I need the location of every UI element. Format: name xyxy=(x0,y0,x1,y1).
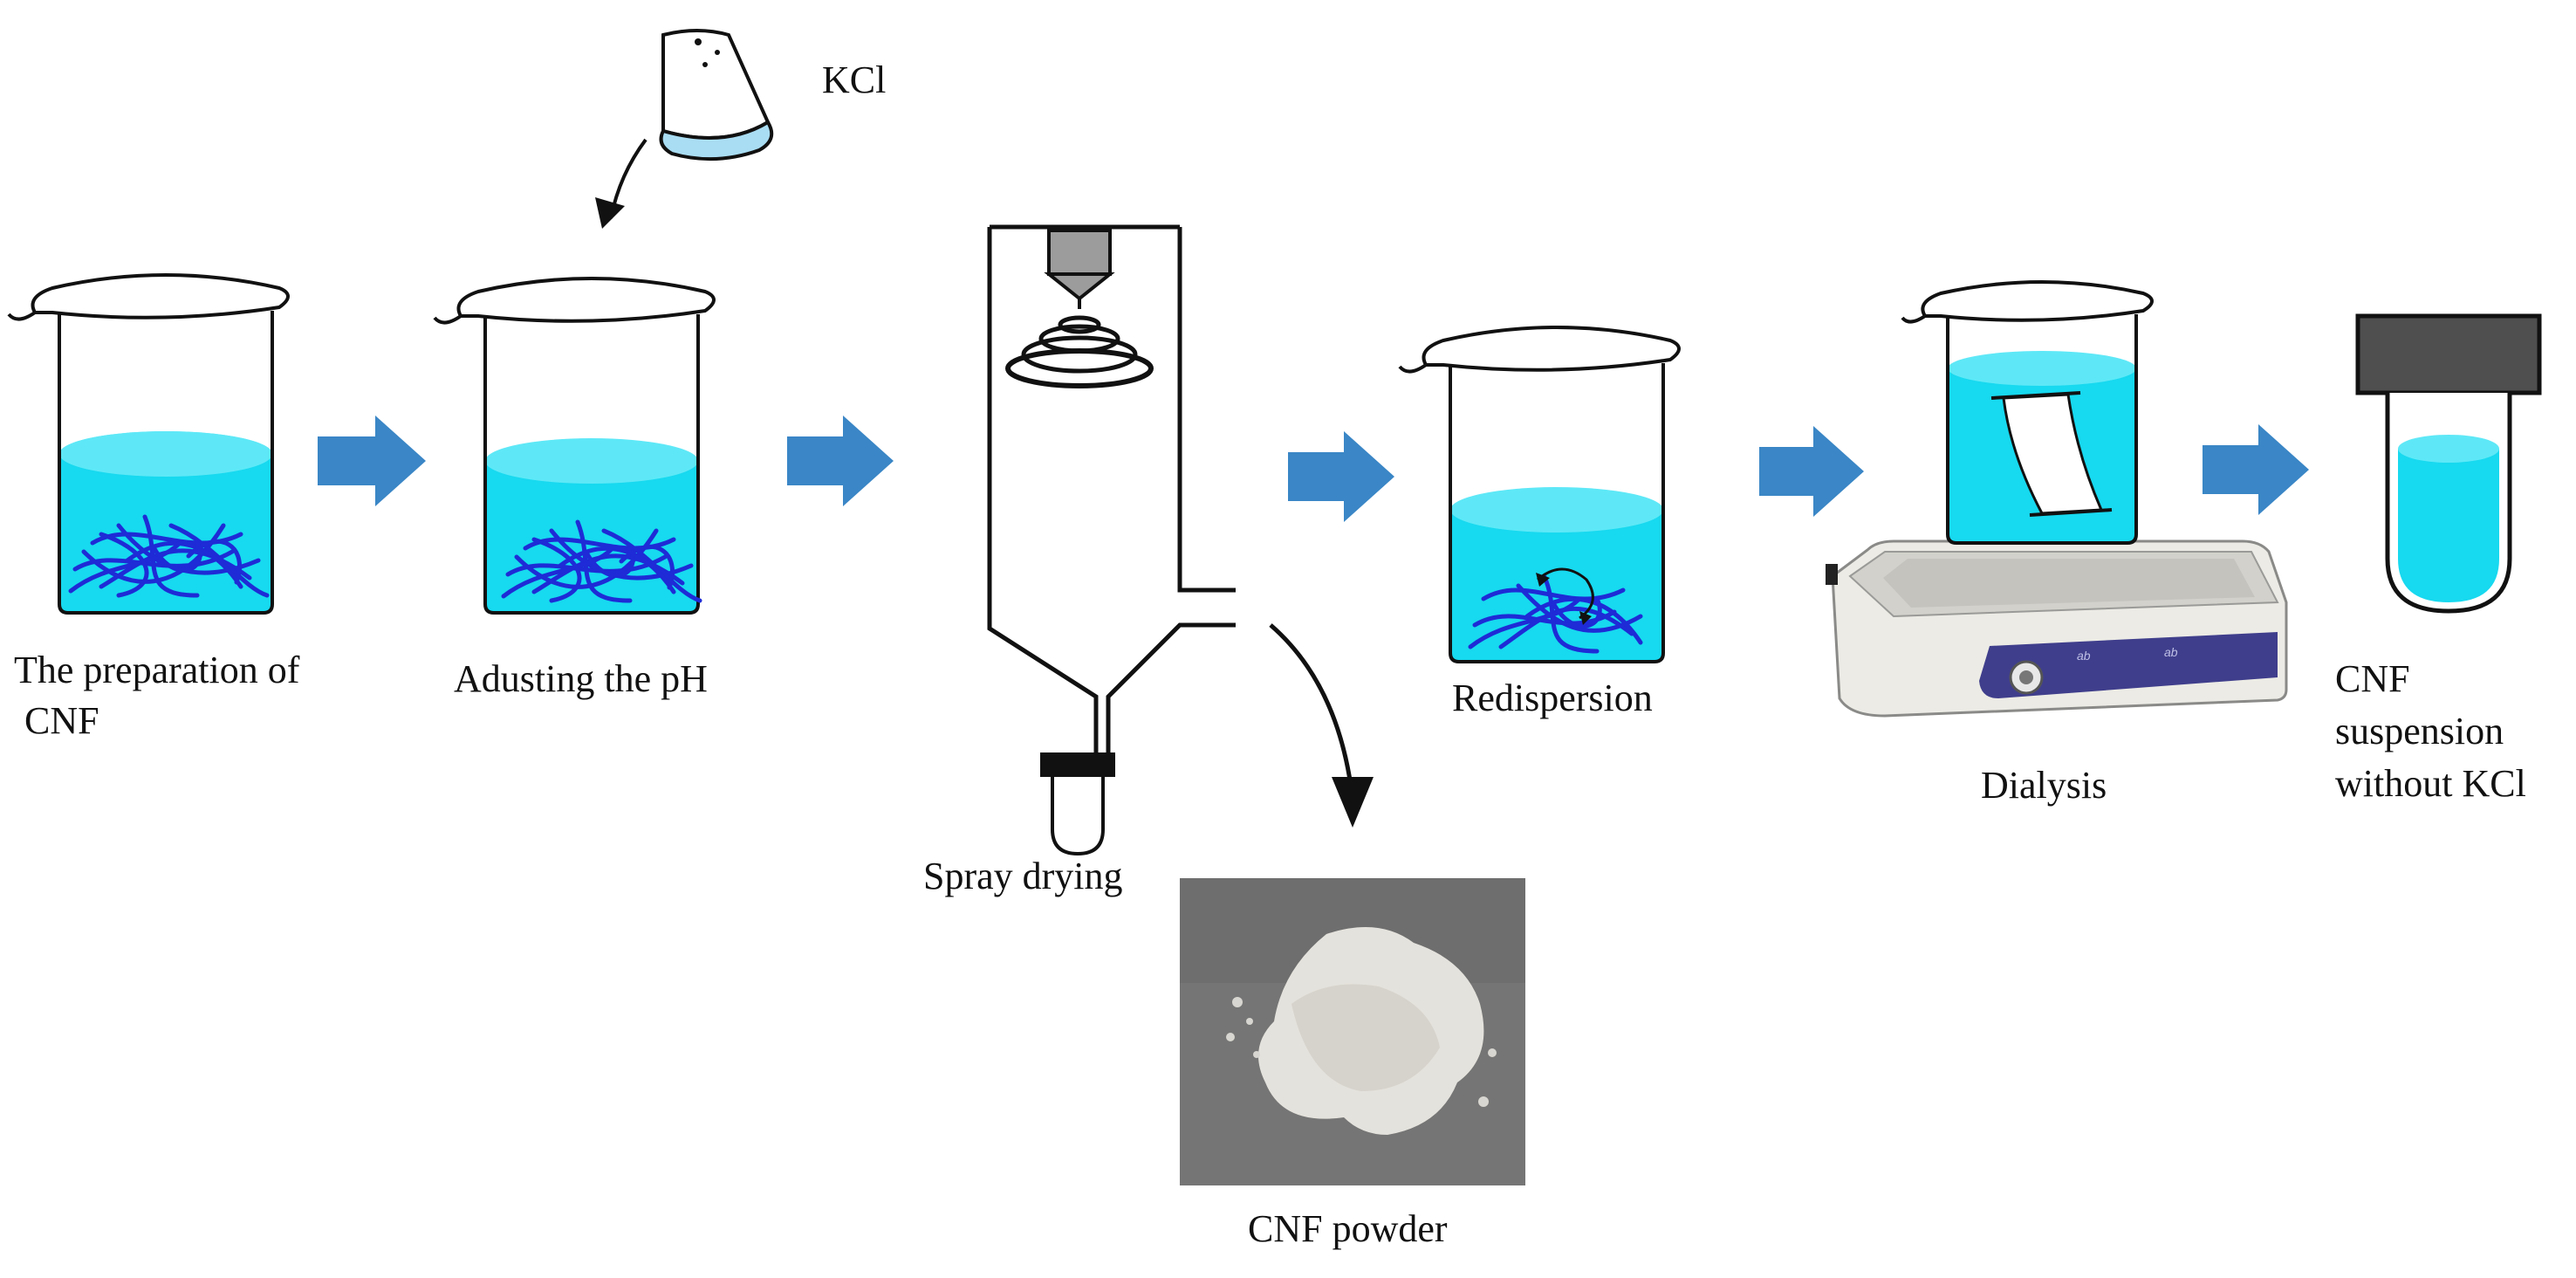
step1-label-line1: The preparation of xyxy=(14,649,300,691)
curved-arrow-icon xyxy=(595,138,647,229)
beaker-icon xyxy=(7,273,290,615)
spray-dryer-icon xyxy=(987,224,1236,856)
step4-label: Redispersion xyxy=(1452,677,1653,719)
step1-label-line2: CNF xyxy=(24,699,99,742)
curved-arrow-icon xyxy=(1269,623,1374,828)
step6-label-line3: without KCl xyxy=(2335,762,2526,805)
right-arrow-icon xyxy=(1288,431,1394,522)
right-arrow-icon xyxy=(318,416,426,506)
right-arrow-icon xyxy=(2203,424,2309,515)
test-tube-icon xyxy=(2355,313,2542,614)
step5-label: Dialysis xyxy=(1981,764,2107,807)
powder-photo xyxy=(1180,878,1525,1185)
step6-label-line2: suspension xyxy=(2335,710,2504,752)
powder-label: CNF powder xyxy=(1248,1207,1448,1250)
step6-label-line1: CNF xyxy=(2335,657,2410,700)
kcl-label: KCl xyxy=(822,58,887,101)
salt-dish-icon xyxy=(659,29,774,161)
hot-plate-stirrer-icon: ab ab xyxy=(1826,539,2288,718)
step3-label: Spray drying xyxy=(923,855,1123,897)
beaker-icon xyxy=(433,277,716,615)
right-arrow-icon xyxy=(1759,426,1864,517)
right-arrow-icon xyxy=(787,416,894,506)
beaker-icon xyxy=(1398,326,1681,663)
svg-text:ab: ab xyxy=(2164,645,2178,659)
svg-text:ab: ab xyxy=(2077,649,2091,663)
step2-label: Adusting the pH xyxy=(454,657,708,700)
dialysis-membrane-icon xyxy=(1990,391,2113,517)
